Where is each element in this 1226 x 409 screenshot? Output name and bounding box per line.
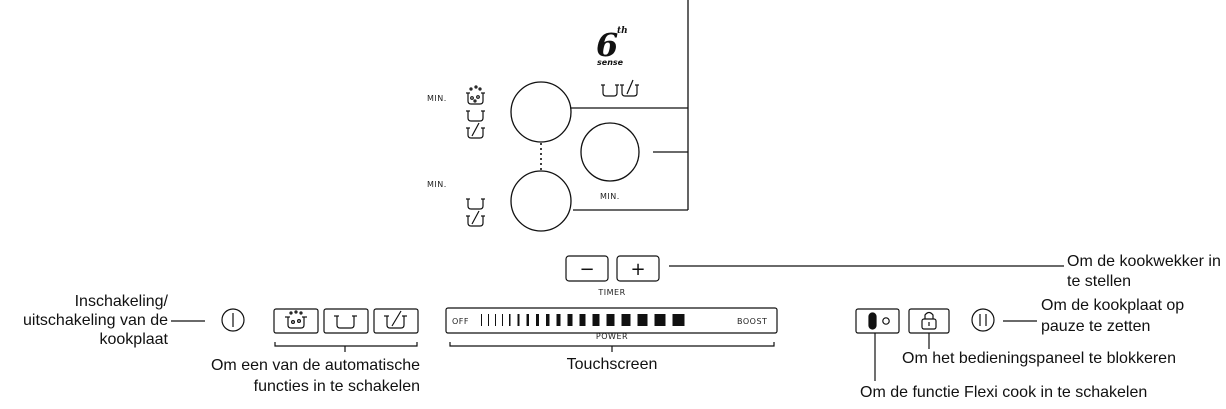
timer-minus-button[interactable] — [565, 255, 609, 282]
auto-functions-bracket — [274, 342, 418, 347]
auto-simmer-button[interactable] — [373, 308, 419, 334]
slider-level-mark — [621, 314, 631, 326]
slider-level-mark — [637, 314, 648, 326]
slider-level-mark — [606, 314, 615, 326]
slider-boost-label: BOOST — [737, 317, 767, 326]
logo-superscript: th — [617, 26, 628, 36]
power-annotation: Inschakeling/ uitschakeling van de kookp… — [0, 292, 168, 349]
timer-annotation-line-2: te stellen — [1067, 273, 1132, 290]
power-annotation-line-2: uitschakeling van de — [23, 312, 168, 329]
slider-level-mark — [495, 314, 496, 326]
pause-annotation-line-1: Om de kookplaat op — [1041, 297, 1185, 314]
cooking-zone-bottom-left — [510, 170, 572, 232]
lock-annotation: Om het bedieningspaneel te blokkeren — [902, 350, 1176, 367]
timer-caption: TIMER — [597, 288, 625, 297]
pot-icon — [334, 315, 357, 329]
slider-level-mark — [488, 314, 489, 326]
logo-number: 6 — [596, 26, 618, 64]
slider-level-mark — [556, 314, 561, 326]
slider-level-mark — [592, 314, 600, 326]
auto-functions-annotation-line-1: Om een van de automatische — [210, 357, 420, 374]
hob-layout — [510, 0, 689, 232]
touchscreen-annotation: Touchscreen — [566, 356, 658, 373]
slider-level-mark — [517, 314, 520, 326]
timer-annotation: Om de kookwekker in te stellen — [1067, 252, 1221, 292]
touchscreen-bracket — [449, 342, 775, 347]
flexi-cook-button[interactable] — [855, 308, 900, 334]
boil-icon-zone-top — [466, 85, 485, 105]
slider-level-mark — [546, 314, 550, 326]
simmer-icon-zone-bottom — [466, 210, 485, 227]
slider-level-mark — [536, 314, 539, 326]
flexi-cook-icon-bar — [868, 312, 877, 330]
min-label-zone-bottom: MIN. — [427, 180, 447, 189]
auto-boil-button[interactable] — [273, 308, 319, 334]
slider-level-mark — [579, 314, 586, 326]
slider-off-label: OFF — [452, 317, 469, 326]
pause-annotation: Om de kookplaat op pauze te zetten — [1041, 295, 1184, 337]
timer-control — [565, 255, 1064, 282]
timer-annotation-line-1: Om de kookwekker in — [1067, 253, 1221, 270]
auto-functions-annotation: Om een van de automatische functies in t… — [180, 355, 420, 397]
cooking-zone-top-left — [510, 81, 572, 143]
boil-icon — [285, 310, 307, 329]
sixth-sense-logo: 6 th sense — [596, 26, 628, 67]
pause-annotation-line-2: pauze te zetten — [1041, 318, 1151, 335]
timer-minus-label: − — [579, 259, 594, 280]
slider-power-label: POWER — [596, 332, 628, 341]
simmer-icon — [384, 310, 407, 329]
power-slider-scale — [481, 314, 685, 326]
lock-icon — [921, 311, 937, 330]
auto-functions-annotation-line-2: functies in te schakelen — [253, 378, 420, 395]
flexi-annotation: Om de functie Flexi cook in te schakelen — [860, 384, 1148, 401]
timer-plus-button[interactable] — [616, 255, 660, 282]
slider-level-mark — [502, 314, 503, 326]
simmer-icon-logo — [620, 79, 639, 97]
slider-level-mark — [654, 314, 666, 326]
logo-word: sense — [597, 58, 624, 67]
min-label-zone-right: MIN. — [600, 192, 620, 201]
power-annotation-line-3: kookplaat — [99, 331, 169, 348]
cooking-zone-right — [580, 122, 640, 182]
power-annotation-line-1: Inschakeling/ — [74, 293, 168, 310]
pot-icon-zone-bottom — [466, 198, 485, 210]
flexi-cook-icon-dot — [882, 317, 890, 325]
pause-button[interactable] — [971, 308, 995, 332]
slider-level-mark — [526, 314, 529, 326]
slider-level-mark — [509, 314, 511, 326]
simmer-icon-zone-top — [466, 122, 485, 139]
slider-level-mark — [481, 314, 482, 326]
slider-level-mark — [567, 314, 573, 326]
pot-icon-zone-top — [466, 110, 485, 122]
pot-icon-logo — [601, 84, 619, 97]
slider-level-mark — [672, 314, 685, 326]
timer-plus-label: + — [630, 259, 645, 280]
auto-pot-button[interactable] — [323, 308, 369, 334]
power-button[interactable] — [221, 308, 245, 332]
min-label-zone-top: MIN. — [427, 94, 447, 103]
